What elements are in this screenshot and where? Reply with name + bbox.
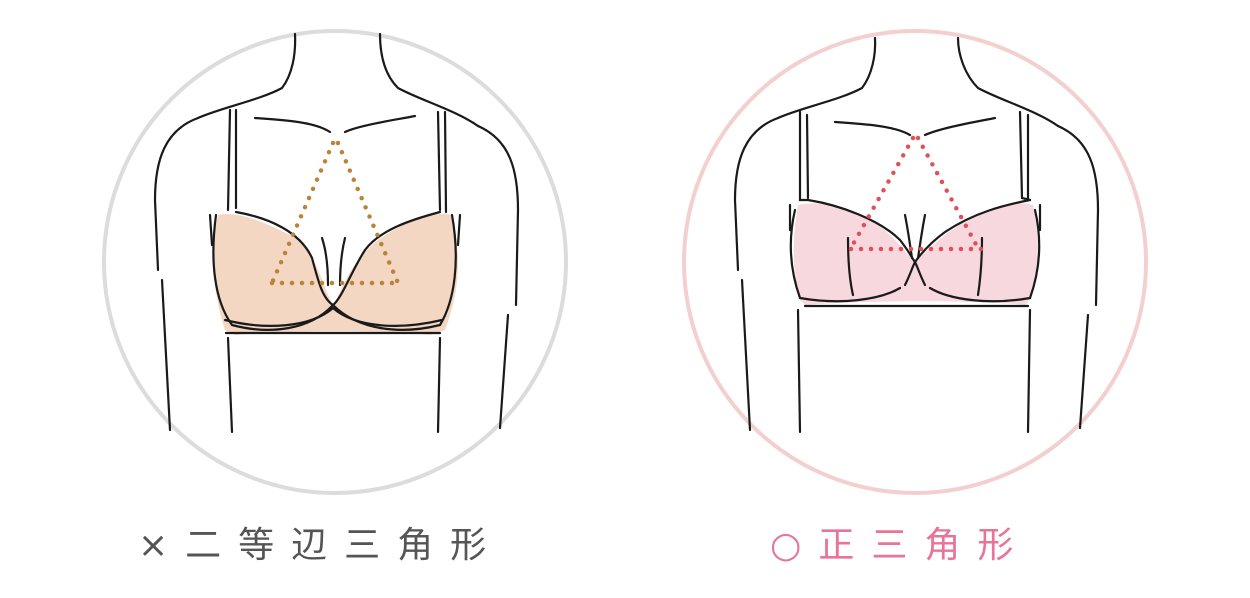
isosceles-example-panel: ×二等辺三角形 — [102, 29, 568, 568]
gray-circle-frame — [102, 29, 568, 495]
isosceles-label: 二等辺三角形 — [185, 525, 504, 566]
isosceles-caption: ×二等辺三角形 — [138, 524, 503, 568]
equilateral-triangle-dots — [848, 135, 985, 252]
isosceles-triangle-dots — [269, 140, 403, 286]
cross-mark-icon: × — [138, 525, 186, 566]
equilateral-bra-illustration — [682, 29, 1148, 495]
equilateral-caption: ○正三角形 — [770, 524, 1030, 568]
pink-circle-frame — [682, 29, 1148, 495]
equilateral-example-panel: ○正三角形 — [580, 0, 1205, 598]
circle-mark-icon: ○ — [770, 525, 819, 566]
equilateral-label: 正三角形 — [818, 525, 1031, 566]
isosceles-bra-illustration — [102, 29, 568, 495]
